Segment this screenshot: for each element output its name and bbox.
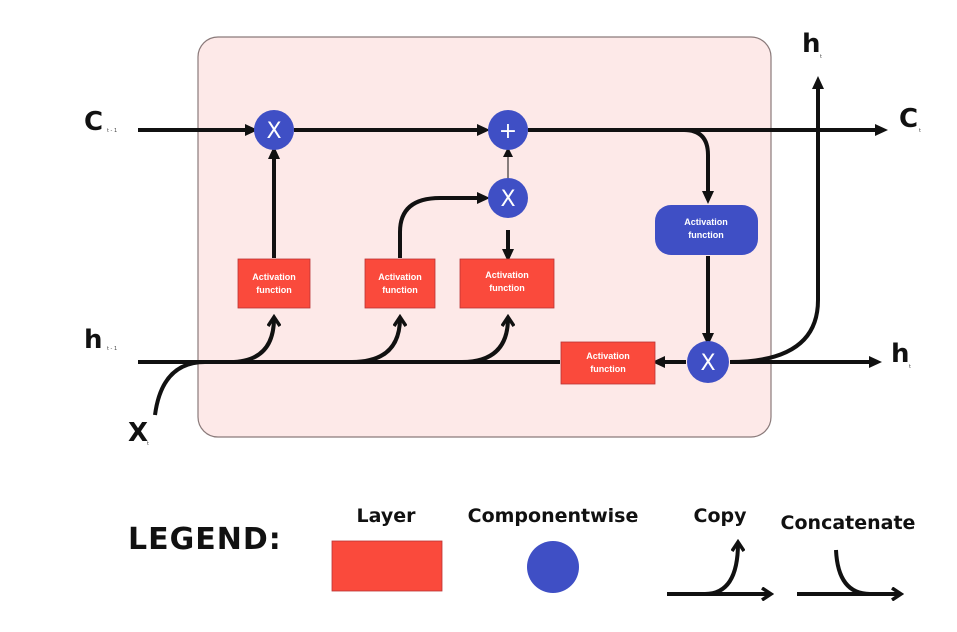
h-prev-sub: t - 1 — [107, 346, 117, 352]
c-out-sub: t — [919, 128, 921, 134]
h-out-main: h — [891, 339, 910, 369]
output-multiply-symbol: X — [700, 351, 715, 376]
c-out-main: C — [899, 104, 918, 134]
cell-activation-label-2: function — [688, 230, 724, 240]
forget-layer-box: Activation function — [237, 258, 311, 309]
cell-state-branch-wire — [683, 128, 714, 204]
output-gate-label-2: function — [590, 364, 626, 374]
input-layer-label-1: Activation — [378, 272, 422, 282]
legend-title: LEGEND: — [128, 522, 282, 557]
h-top-label: h t — [802, 29, 822, 60]
forget-branch-wire — [229, 318, 274, 364]
forget-multiply-operator: X — [254, 110, 294, 150]
input-multiply-symbol: X — [500, 187, 515, 212]
output-multiply-operator: X — [687, 341, 729, 383]
x-label: X t — [128, 418, 149, 448]
h-prev-label: h t - 1 — [84, 325, 117, 355]
legend-componentwise-swatch — [527, 541, 579, 593]
input-multiply-operator: X — [488, 178, 528, 218]
input-layer-box: Activation function — [364, 258, 436, 309]
input-layer-label-2: function — [382, 285, 418, 295]
h-top-sub: t — [820, 54, 822, 60]
legend-concatenate-label: Concatenate — [781, 512, 916, 534]
forget-multiply-symbol: X — [266, 119, 281, 144]
c-prev-label: C t - 1 — [84, 107, 117, 137]
candidate-branch-wire — [461, 318, 508, 364]
legend-layer-swatch — [331, 540, 443, 592]
cell-activation-box: Activation function — [655, 205, 758, 255]
h-top-wire — [729, 76, 824, 364]
legend-copy-icon — [667, 543, 770, 594]
candidate-layer-label-2: function — [489, 283, 525, 293]
cell-add-symbol: + — [499, 119, 517, 144]
h-out-label: h t — [891, 339, 911, 370]
x-main: X — [128, 418, 148, 448]
h-prev-main: h — [84, 325, 103, 355]
c-out-label: C t — [899, 104, 921, 134]
cell-activation-label-1: Activation — [684, 217, 728, 227]
c-prev-sub: t - 1 — [107, 128, 117, 134]
h-out-sub: t — [909, 364, 911, 370]
legend-layer-label: Layer — [357, 505, 417, 527]
forget-layer-label-2: function — [256, 285, 292, 295]
legend-componentwise-label: Componentwise — [468, 505, 639, 527]
output-gate-label-1: Activation — [586, 351, 630, 361]
h-top-main: h — [802, 29, 821, 59]
forget-layer-label-1: Activation — [252, 272, 296, 282]
x-concat-wire — [153, 360, 206, 416]
output-gate-layer-box: Activation function — [560, 341, 656, 385]
candidate-layer-box: Activation function — [459, 258, 555, 309]
candidate-layer-label-1: Activation — [485, 270, 529, 280]
legend-copy-label: Copy — [694, 505, 748, 527]
c-prev-main: C — [84, 107, 103, 137]
x-sub: t — [147, 441, 149, 447]
input-layer-to-mult-wire — [398, 192, 490, 258]
lstm-cell-background — [197, 36, 772, 438]
cell-add-operator: + — [488, 110, 528, 150]
legend-concatenate-icon — [797, 549, 900, 594]
input-branch-wire — [351, 318, 400, 364]
